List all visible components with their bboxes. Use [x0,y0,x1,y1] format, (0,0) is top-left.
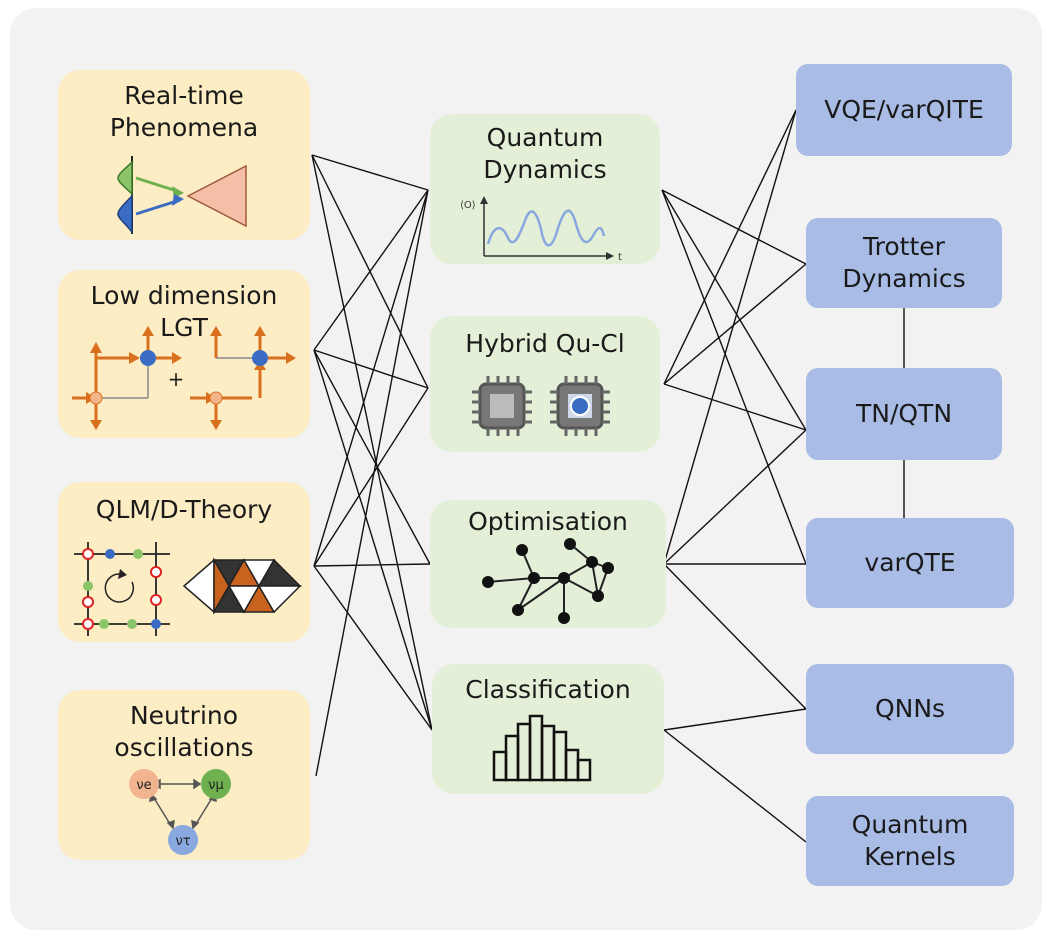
method-qnns: QNNs [806,664,1014,754]
trotter-dynamics-label: Trotter Dynamics [842,232,966,293]
connection-hybrid-trotter [663,263,807,385]
input-qlm-d-theory: QLM/D-Theory [58,482,310,642]
connection-lowdim-optimisation [313,349,431,565]
input-real-time-phenomena: Real-time Phenomena [58,70,310,240]
input-neutrino-oscillations: Neutrino oscillations νe νμ ντ [58,690,310,860]
hybrid-qu-cl-label: Hybrid Qu-Cl [465,329,625,358]
wavepacket-scattering-icon [117,156,247,235]
connection-lowdim-classification [313,349,433,731]
neutrino-flavor-triangle-icon: νe νμ ντ [129,769,231,855]
input-low-dimension-lgt: Low dimension LGT + [58,270,310,438]
connection-classification-qnn [663,708,807,731]
connection-lowdim-hybrid [313,349,429,389]
muon-neutrino-label: νμ [208,778,224,793]
optimisation-label: Optimisation [468,507,628,536]
classical-chip-icon [472,376,532,436]
varqte-label: varQTE [864,548,956,577]
neutrino-oscillations-label: Neutrino oscillations [114,701,254,762]
connection-hybrid-vqe [663,109,797,385]
electron-neutrino-label: νe [136,778,151,793]
connection-neutrino-dynamics [315,189,429,777]
connection-dynamics-varqte [661,189,807,565]
connection-realtime-dynamics [311,154,429,191]
lattice-plaquette-icon: + [72,326,296,430]
graph-network-icon [482,538,614,624]
method-trotter-dynamics: Trotter Dynamics [806,218,1002,308]
qlm-d-theory-label: QLM/D-Theory [95,495,273,524]
connection-qlm-classification [313,565,433,731]
task-classification: Classification [432,664,664,794]
plot-y-axis-label: ⟨O⟩ [460,200,476,211]
low-dimension-lgt-label: Low dimension LGT [90,281,278,342]
real-time-phenomena-label: Real-time Phenomena [109,81,259,142]
expectation-value-plot-icon: ⟨O⟩ t [460,196,622,263]
tn-qtn-label: TN/QTN [855,399,953,428]
histogram-icon [492,714,592,782]
connection-dynamics-trotter [661,189,807,265]
chip-icons [472,376,610,436]
connection-optimisation-qnn [663,563,807,710]
connection-dynamics-tn [661,189,807,431]
qnns-label: QNNs [874,694,946,723]
vqe-varqite-label: VQE/varQITE [824,95,984,124]
method-tn-qtn: TN/QTN [806,368,1002,460]
connection-qlm-hybrid [313,387,429,567]
connection-qlm-dynamics [313,189,429,567]
task-optimisation: Optimisation [430,500,666,628]
method-quantum-kernels: Quantum Kernels [806,796,1014,886]
quantum-chip-icon [550,376,610,436]
connection-classification-kernels [663,729,807,843]
quantum-link-model-icon [74,542,302,636]
task-hybrid-qu-cl: Hybrid Qu-Cl [430,316,660,452]
connection-optimisation-vqe [663,109,797,565]
connection-optimisation-tn [663,429,807,565]
tau-neutrino-label: ντ [175,834,190,849]
method-vqe-varqite: VQE/varQITE [796,64,1012,156]
plus-sign: + [168,367,185,391]
connection-hybrid-tn [663,383,807,431]
connection-qlm-optimisation [313,563,431,567]
connection-realtime-classification [311,154,433,731]
method-varqte: varQTE [806,518,1014,608]
connection-lowdim-dynamics [313,189,429,351]
quantum-kernels-label: Quantum Kernels [851,810,969,871]
quantum-dynamics-label: Quantum Dynamics [483,123,607,184]
task-quantum-dynamics: Quantum Dynamics ⟨O⟩ t [430,114,660,264]
plot-x-axis-label: t [618,252,622,263]
classification-label: Classification [465,675,631,704]
